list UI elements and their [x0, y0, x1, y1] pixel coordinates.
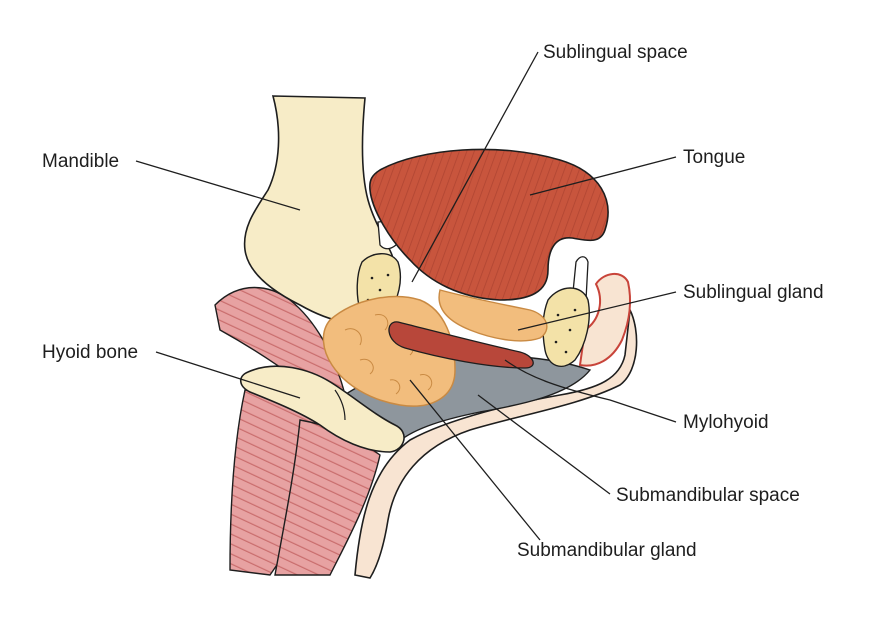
leader-submandibular-space [477, 394, 611, 495]
tongue-shape [369, 148, 609, 301]
hyoid-bone-shape [239, 365, 405, 453]
leader-sublingual-space [411, 51, 539, 283]
label-submandibular-gland: Submandibular gland [517, 540, 697, 561]
label-hyoid-bone: Hyoid bone [42, 342, 138, 363]
leader-mandible [135, 160, 301, 211]
lower-lip [578, 273, 631, 367]
label-mylohyoid: Mylohyoid [683, 412, 769, 433]
skin-contour [354, 307, 638, 579]
sublingual-gland-shape [438, 289, 548, 342]
leader-hyoid-bone [155, 351, 301, 399]
label-sublingual-space: Sublingual space [543, 42, 688, 63]
leader-submandibular-gland [409, 379, 541, 541]
submandibular-duct [388, 321, 534, 369]
leader-mylohyoid [504, 359, 677, 423]
leader-tongue [529, 156, 677, 196]
submandibular-gland-shape [322, 295, 456, 407]
leader-sublingual-gland [517, 291, 677, 331]
label-mandible: Mandible [42, 151, 119, 172]
label-submandibular-space: Submandibular space [616, 485, 800, 506]
label-tongue: Tongue [683, 147, 745, 168]
label-sublingual-gland: Sublingual gland [683, 282, 824, 303]
